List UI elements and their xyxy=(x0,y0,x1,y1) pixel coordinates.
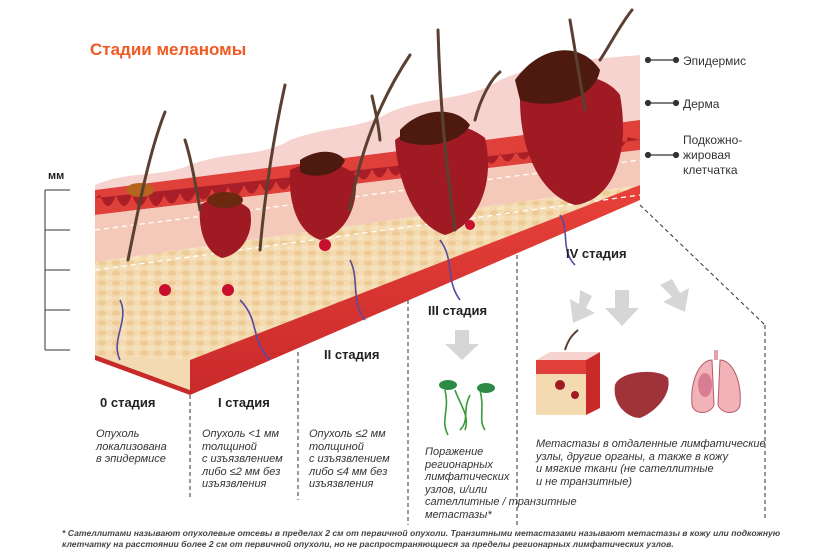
stage-0-label: 0 стадия xyxy=(100,395,156,410)
stage-3-desc-line: сателлитные / транзитные xyxy=(425,496,577,508)
stage-3-desc-line: Поражение xyxy=(425,446,484,458)
skin-left-side xyxy=(95,355,190,395)
stage-4-desc-line: узлы, другие органы, а также в кожу xyxy=(536,450,729,463)
skin-block-icon xyxy=(536,329,600,415)
stage-4-description: Метастазы в отдаленные лимфатические узл… xyxy=(536,438,766,488)
stage-4-label: IV стадия xyxy=(566,246,627,261)
skin-bottom-face xyxy=(190,185,640,395)
stage-1-desc-line: Опухоль <1 мм xyxy=(202,428,280,440)
layer-label-dermis: Дерма xyxy=(683,97,720,111)
diagram-title: Стадии меланомы xyxy=(90,40,247,59)
stage-1-desc-line: с изъязвлением xyxy=(202,453,283,465)
tumor-stage-0 xyxy=(126,183,154,197)
tumor-stage-1 xyxy=(199,192,251,258)
layer-label-epidermis: Эпидермис xyxy=(683,54,747,68)
stage-1-desc-line: либо ≤2 мм без xyxy=(202,465,281,478)
satellite-nodules xyxy=(159,220,475,296)
skin-top-surface xyxy=(95,55,640,190)
tumor-stage-2 xyxy=(289,151,356,240)
unit-label: мм xyxy=(48,170,65,182)
lungs-icon xyxy=(691,350,741,413)
stage-3-desc-line: метастазы* xyxy=(425,508,492,521)
stage-3-description: Поражение регионарных лимфатических узло… xyxy=(425,446,577,521)
stage-1-label: I стадия xyxy=(218,395,270,410)
stage-0-desc-line: Опухоль xyxy=(96,428,140,440)
stage-0-desc-line: в эпидермисе xyxy=(96,453,166,465)
tumor-stage-3 xyxy=(395,111,489,235)
stage-3-desc-line: регионарных xyxy=(425,458,493,471)
stage-1-desc-line: изъязвления xyxy=(202,478,267,490)
liver-icon xyxy=(614,371,669,418)
stage-dividers xyxy=(189,204,766,525)
skin-fat-left xyxy=(95,355,190,390)
layer-label-subcutaneous-line1: Подкожно- xyxy=(683,133,743,147)
lymph-node-icon xyxy=(439,380,495,436)
layer-pointers xyxy=(644,56,680,159)
stage-2-label: II стадия xyxy=(324,347,380,362)
skin-fat-front xyxy=(95,185,640,395)
level-lines xyxy=(94,159,641,271)
stage-1-desc-line: толщиной xyxy=(202,440,257,453)
stage-2-desc-line: толщиной xyxy=(309,440,364,453)
stage-2-desc-line: Опухоль ≤2 мм xyxy=(309,428,386,440)
stage-1-description: Опухоль <1 мм толщиной с изъязвлением ли… xyxy=(202,428,283,491)
arrow-down-icon xyxy=(445,279,689,360)
stage-3-label: III стадия xyxy=(428,303,488,318)
stage-3-desc-line: узлов, и/или xyxy=(425,483,488,496)
hair-icon xyxy=(126,8,634,262)
blood-vessels xyxy=(116,214,576,361)
stage-2-desc-line: с изъязвлением xyxy=(309,453,390,465)
stage-3-desc-line: лимфатических xyxy=(425,471,510,483)
layer-label-subcutaneous-line2: жировая xyxy=(683,148,731,162)
stage-2-desc-line: изъязвления xyxy=(309,478,374,490)
layer-label-subcutaneous-line3: клетчатка xyxy=(683,163,738,177)
stage-4-desc-line: и не транзитные) xyxy=(536,475,633,488)
stage-2-description: Опухоль ≤2 мм толщиной с изъязвлением ли… xyxy=(309,428,390,491)
stage-0-desc-line: локализована xyxy=(96,440,167,453)
depth-ruler xyxy=(44,189,70,351)
stage-4-desc-line: Метастазы в отдаленные лимфатические xyxy=(536,438,766,450)
epidermal-ridges xyxy=(95,137,640,206)
stage-0-description: Опухоль локализована в эпидермисе xyxy=(96,428,167,466)
stage-2-desc-line: либо ≤4 мм без xyxy=(309,465,388,478)
footnote: * Сателлитами называют опухолевые отсевы… xyxy=(62,528,781,549)
layer-label-subcutaneous: Подкожно- жировая клетчатка xyxy=(683,133,742,178)
stage-4-desc-line: и мягкие ткани (не сателлитные xyxy=(536,463,714,475)
